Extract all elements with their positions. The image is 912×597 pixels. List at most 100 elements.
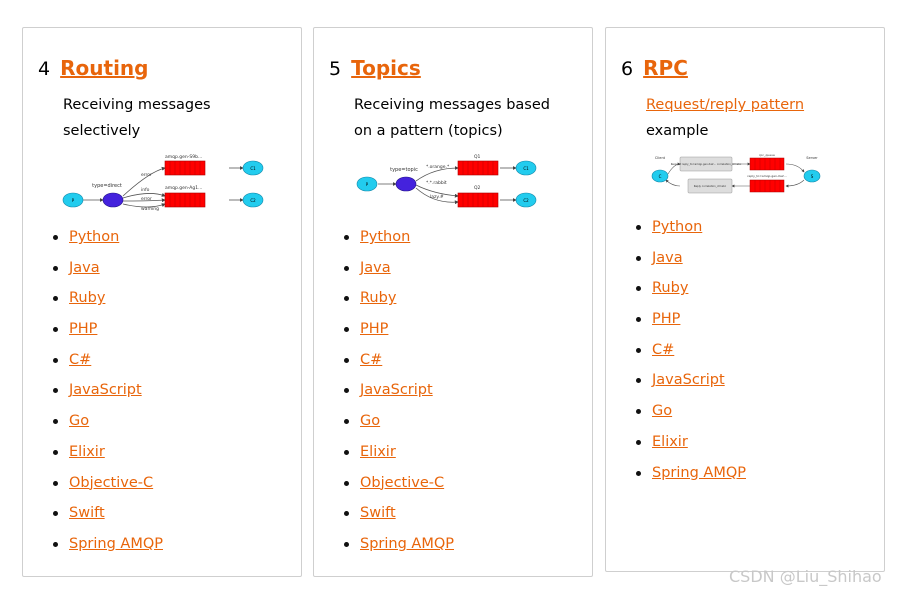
list-item: C#: [344, 348, 454, 379]
routing-title-link[interactable]: Routing: [60, 56, 149, 80]
php-link[interactable]: PHP: [360, 321, 389, 338]
objective-c-link[interactable]: Objective-C: [69, 474, 154, 491]
topics-title-link[interactable]: Topics: [351, 56, 421, 80]
consumer-1-label: C1: [523, 166, 529, 171]
rpc-title-link[interactable]: RPC: [643, 56, 688, 80]
request-box: [679, 156, 733, 172]
exchange-type-label: type=direct: [92, 183, 122, 189]
php-link[interactable]: PHP: [69, 321, 98, 338]
reply-box: [687, 178, 733, 194]
ruby-link[interactable]: Ruby: [652, 280, 689, 297]
elixir-link[interactable]: Elixir: [652, 433, 688, 450]
bullet-icon: [53, 265, 58, 271]
bullet-icon: [636, 470, 641, 476]
card-title: 5 Topics: [329, 56, 421, 80]
spring-amqp-link[interactable]: Spring AMQP: [652, 464, 746, 481]
queue-2-name: Q2: [474, 185, 481, 191]
list-item: Java: [344, 256, 454, 287]
list-item: Ruby: [636, 276, 746, 307]
python-link[interactable]: Python: [69, 229, 120, 245]
server-label: Server: [806, 156, 818, 160]
bullet-icon: [344, 419, 349, 425]
rpc-queue: [749, 157, 785, 171]
reply-box-label: Reply correlation_id=abc: [694, 184, 727, 188]
javascript-link[interactable]: JavaScript: [652, 372, 725, 389]
javascript-link[interactable]: JavaScript: [360, 382, 433, 399]
csharp-link[interactable]: C#: [360, 351, 383, 368]
java-link[interactable]: Java: [69, 259, 100, 276]
objective-c-link[interactable]: Objective-C: [360, 474, 445, 491]
bullet-icon: [53, 541, 58, 547]
bullet-icon: [636, 225, 641, 230]
list-item: PHP: [53, 317, 163, 348]
bullet-icon: [344, 327, 349, 333]
queue-1-name: amqp.gen-S9b...: [165, 154, 202, 160]
csharp-link[interactable]: C#: [69, 351, 92, 368]
bullet-icon: [53, 235, 58, 240]
go-link[interactable]: Go: [360, 413, 381, 430]
bullet-icon: [636, 347, 641, 353]
java-link[interactable]: Java: [360, 259, 391, 276]
list-item: Objective-C: [53, 471, 163, 502]
go-link[interactable]: Go: [69, 413, 90, 430]
consumer-1-node: [242, 160, 264, 176]
consumer-2-node: [515, 192, 537, 208]
bullet-icon: [53, 296, 58, 302]
bullet-icon: [344, 511, 349, 517]
tutorial-card-rpc: 6 RPC Request/reply pattern example Clie…: [605, 27, 885, 572]
list-item: Ruby: [344, 286, 454, 317]
consumer-2-node: [242, 192, 264, 208]
java-link[interactable]: Java: [652, 249, 683, 266]
list-item: JavaScript: [636, 368, 746, 399]
swift-link[interactable]: Swift: [69, 505, 105, 522]
bullet-icon: [636, 378, 641, 384]
bullet-icon: [344, 388, 349, 394]
spring-amqp-link[interactable]: Spring AMQP: [360, 535, 454, 552]
list-item: Swift: [344, 501, 454, 532]
topics-diagram: P type=topic Q1 Q2 *.orange.* *.*.rabbit…: [356, 154, 537, 208]
card-number: 4: [38, 58, 51, 80]
bullet-icon: [344, 296, 349, 302]
go-link[interactable]: Go: [652, 403, 673, 420]
list-item: Spring AMQP: [636, 461, 746, 492]
request-reply-pattern-link[interactable]: Request/reply pattern: [646, 97, 805, 113]
javascript-link[interactable]: JavaScript: [69, 382, 142, 399]
list-item: Java: [636, 246, 746, 277]
list-item: Python: [636, 215, 746, 246]
bullet-icon: [344, 449, 349, 455]
bullet-icon: [344, 265, 349, 271]
python-link[interactable]: Python: [652, 219, 703, 235]
list-item: C#: [53, 348, 163, 379]
list-item: PHP: [344, 317, 454, 348]
elixir-link[interactable]: Elixir: [360, 443, 396, 460]
list-item: Go: [636, 399, 746, 430]
list-item: Spring AMQP: [344, 532, 454, 563]
consumer-1-node: [515, 160, 537, 176]
queue-1-name: Q1: [474, 154, 481, 160]
list-item: Elixir: [636, 430, 746, 461]
spring-amqp-link[interactable]: Spring AMQP: [69, 535, 163, 552]
elixir-link[interactable]: Elixir: [69, 443, 105, 460]
swift-link[interactable]: Swift: [360, 505, 396, 522]
card-number: 6: [621, 58, 634, 80]
bullet-icon: [636, 286, 641, 292]
exchange-node: [395, 176, 417, 192]
csharp-link[interactable]: C#: [652, 341, 675, 358]
reply-queue: [749, 179, 785, 193]
bullet-icon: [344, 480, 349, 486]
binding-label: *.*.rabbit: [426, 180, 447, 186]
routing-diagram: P type=direct amqp.gen-S9b... amqp.gen-A…: [62, 154, 264, 212]
list-item: Ruby: [53, 286, 163, 317]
bullet-icon: [636, 409, 641, 415]
card-description: Receiving messages based on a pattern (t…: [354, 97, 550, 139]
language-list: Python Java Ruby PHP C# JavaScript Go El…: [636, 215, 746, 491]
list-item: Go: [53, 409, 163, 440]
consumer-2-label: C2: [523, 198, 529, 203]
list-item: JavaScript: [53, 378, 163, 409]
php-link[interactable]: PHP: [652, 311, 681, 328]
ruby-link[interactable]: Ruby: [360, 290, 397, 307]
bullet-icon: [636, 255, 641, 261]
rpc-queue-label: rpc_queue: [759, 154, 775, 157]
python-link[interactable]: Python: [360, 229, 411, 245]
ruby-link[interactable]: Ruby: [69, 290, 106, 307]
